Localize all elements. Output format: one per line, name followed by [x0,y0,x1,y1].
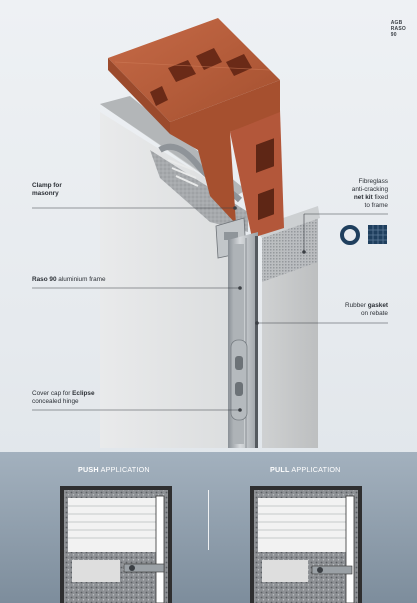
callout-clamp: Clamp for masonry [32,182,62,198]
push-title-bold: PUSH [78,465,99,474]
callout-cover-bold: Eclipse [72,390,95,397]
brand-line-1: AGB [390,20,403,26]
callout-fibreglass-bold: net kit [353,194,373,201]
hinge-cover-cap [230,339,248,421]
brand-line-2: RASO [390,26,406,32]
push-title-rest: APPLICATION [98,465,150,474]
callout-frame: Raso 90 aluminium frame [32,276,106,284]
callout-fibreglass: Fibreglass anti-cracking net kit fixed t… [352,178,388,210]
rubber-gasket [255,236,258,448]
pull-section-drawing [250,486,362,603]
callout-gasket: Rubber gasket on rebate [345,302,388,318]
callout-gasket-bold: gasket [367,302,388,309]
brand-line-3: 90 [390,32,397,38]
callout-frame-bold: Raso 90 [32,276,57,283]
callout-clamp-line2: masonry [32,190,59,197]
callout-fibreglass-line2: anti-cracking [351,186,388,193]
callout-gasket-pre: Rubber [345,302,368,309]
callout-clamp-line1: Clamp for [32,182,62,189]
pull-title-bold: PULL [270,465,290,474]
callout-fibreglass-line4: to frame [364,202,388,209]
callout-frame-rest: aluminium frame [56,276,106,283]
push-application-title: PUSH APPLICATION [78,465,150,474]
applications-divider [208,490,209,550]
ring-icon [340,225,360,245]
mesh-icon [368,225,387,244]
callout-gasket-line2: on rebate [360,310,388,317]
brick-block-top [108,18,280,122]
callout-fibreglass-line3: fixed [372,194,388,201]
push-section-drawing [60,486,172,603]
callout-cover-line1: Cover cap for [32,390,73,397]
pull-title-rest: APPLICATION [289,465,341,474]
applications-band: PUSH APPLICATION PULL APPLICATION [0,452,417,603]
callout-cover-cap: Cover cap for Eclipse concealed hinge [32,390,95,406]
frame-section-illustration [32,18,388,448]
brand-mark: AGB RASO 90 [391,20,406,38]
callout-fibreglass-line1: Fibreglass [358,178,388,185]
callout-cover-line2: concealed hinge [32,398,79,405]
pull-application-title: PULL APPLICATION [270,465,341,474]
